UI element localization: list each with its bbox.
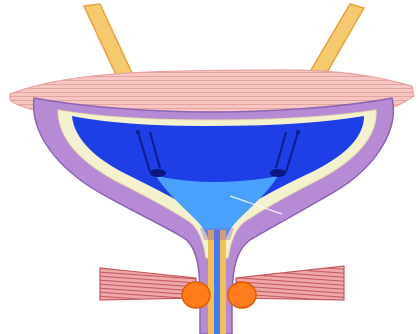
urethra [208, 230, 226, 334]
bladder-neck [200, 228, 234, 240]
right-sphincter [228, 282, 256, 308]
left-sphincter [182, 282, 210, 308]
